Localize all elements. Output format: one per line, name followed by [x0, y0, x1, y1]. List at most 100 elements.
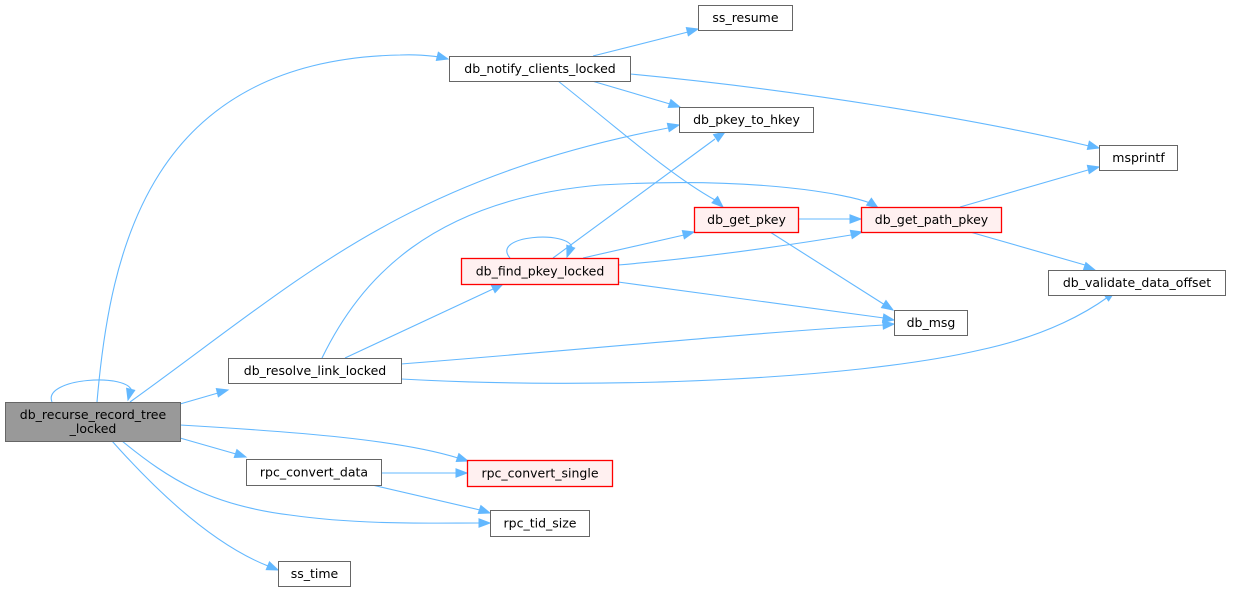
arrowhead-icon — [712, 131, 727, 143]
arrowhead-icon — [265, 561, 280, 571]
arrowhead-icon — [881, 313, 896, 323]
node-label: db_find_pkey_locked — [476, 264, 605, 279]
node-rpc_tid_size[interactable]: rpc_tid_size — [490, 510, 590, 537]
node-db_get_path_pkey[interactable]: db_get_path_pkey — [860, 206, 1003, 234]
node-db_pkey_to_hkey[interactable]: db_pkey_to_hkey — [679, 107, 814, 133]
node-label: ss_time — [291, 566, 339, 581]
node-label: rpc_tid_size — [504, 516, 577, 531]
node-label: msprintf — [1112, 150, 1165, 165]
node-box — [1099, 145, 1178, 171]
edge-db_recurse_record_tree_locked-to-rpc_convert_single — [179, 424, 470, 463]
arrowhead-icon — [666, 122, 681, 133]
arrowhead-icon — [1086, 164, 1101, 175]
node-db_notify_clients_locked[interactable]: db_notify_clients_locked — [449, 56, 631, 82]
edge-db_notify_clients_locked-to-db_pkey_to_hkey — [591, 80, 682, 109]
nodes-layer: db_recurse_record_tree_locked db_notify_c… — [5, 5, 1226, 587]
arrowhead-icon — [455, 468, 469, 478]
arrowhead-icon — [882, 320, 896, 330]
arrowhead-icon — [667, 98, 682, 109]
arrowhead-icon — [478, 518, 492, 528]
node-box — [679, 107, 814, 133]
edge-db_find_pkey_locked-to-db_get_pkey — [582, 230, 696, 259]
edge-db_notify_clients_locked-to-ss_resume — [592, 27, 700, 57]
edge-db_get_pkey-to-db_get_path_pkey — [798, 214, 863, 224]
edge-line — [617, 281, 885, 319]
node-db_recurse_record_tree_locked: db_recurse_record_tree_locked — [5, 402, 181, 442]
edge-line — [111, 440, 269, 567]
node-db_resolve_link_locked[interactable]: db_resolve_link_locked — [228, 358, 402, 384]
arrowhead-icon — [435, 51, 450, 61]
edge-db_recurse_record_tree_locked-to-db_notify_clients_locked — [96, 51, 450, 403]
edge-line — [557, 80, 716, 201]
edge-line — [552, 138, 716, 259]
edge-line — [129, 127, 669, 403]
arrowhead-icon — [477, 504, 492, 515]
node-db_msg[interactable]: db_msg — [894, 310, 968, 336]
node-label: db_recurse_record_tree — [20, 407, 167, 422]
node-label: db_resolve_link_locked — [244, 363, 386, 378]
edge-db_notify_clients_locked-to-msprintf — [629, 73, 1101, 150]
edge-line — [50, 379, 133, 403]
node-label: db_validate_data_offset — [1063, 275, 1211, 290]
edge-db_resolve_link_locked-to-db_validate_data_offset — [400, 290, 1117, 384]
node-box — [698, 5, 793, 31]
edge-rpc_convert_data-to-rpc_convert_single — [381, 468, 469, 478]
edge-line — [400, 324, 885, 365]
node-label: ss_resume — [712, 10, 778, 25]
node-label: _locked — [69, 421, 117, 436]
arrowhead-icon — [490, 283, 505, 294]
node-ss_resume[interactable]: ss_resume — [698, 5, 793, 31]
node-box — [490, 510, 590, 537]
edge-line — [179, 437, 237, 455]
edge-db_resolve_link_locked-to-db_get_path_pkey — [321, 182, 880, 359]
edge-db_recurse_record_tree_locked-to-db_resolve_link_locked — [179, 388, 230, 405]
edge-line — [179, 424, 459, 459]
edge-db_resolve_link_locked-to-db_msg — [400, 320, 896, 365]
node-box — [1048, 270, 1226, 296]
edge-db_get_path_pkey-to-msprintf — [959, 164, 1101, 208]
edge-db_recurse_record_tree_locked-to-db_recurse_record_tree_locked — [50, 379, 136, 403]
node-box — [894, 310, 968, 336]
edge-db_find_pkey_locked-to-db_pkey_to_hkey — [552, 131, 727, 259]
node-box — [860, 206, 1003, 234]
node-box — [449, 56, 631, 82]
node-rpc_convert_single[interactable]: rpc_convert_single — [466, 459, 614, 488]
arrowhead-icon — [711, 195, 725, 208]
edge-db_resolve_link_locked-to-db_find_pkey_locked — [344, 283, 505, 359]
arrowhead-icon — [849, 229, 864, 240]
node-msprintf[interactable]: msprintf — [1099, 145, 1178, 171]
edge-db_find_pkey_locked-to-db_msg — [617, 281, 896, 323]
edge-line — [371, 484, 481, 511]
edge-line — [506, 236, 573, 259]
node-db_get_pkey[interactable]: db_get_pkey — [693, 206, 800, 234]
node-box — [246, 459, 382, 486]
edge-line — [969, 231, 1086, 266]
node-label: db_get_pkey — [707, 212, 786, 227]
edge-db_find_pkey_locked-to-db_find_pkey_locked — [506, 236, 576, 259]
node-db_validate_data_offset[interactable]: db_validate_data_offset — [1048, 270, 1226, 296]
edge-db_find_pkey_locked-to-db_get_path_pkey — [617, 229, 864, 266]
edge-line — [617, 234, 852, 266]
arrowhead-icon — [685, 27, 700, 37]
edges-layer — [50, 27, 1117, 571]
node-rpc_convert_data[interactable]: rpc_convert_data — [246, 459, 382, 486]
edge-line — [179, 392, 219, 405]
node-ss_time[interactable]: ss_time — [278, 561, 351, 587]
node-label: db_notify_clients_locked — [464, 61, 615, 76]
arrowhead-icon — [215, 388, 230, 398]
edge-line — [629, 73, 1090, 147]
node-label: db_msg — [907, 315, 956, 330]
edge-db_get_path_pkey-to-db_validate_data_offset — [969, 231, 1097, 272]
arrowhead-icon — [880, 299, 895, 311]
node-label: db_get_path_pkey — [875, 212, 989, 227]
node-db_find_pkey_locked[interactable]: db_find_pkey_locked — [460, 257, 620, 286]
edge-db_recurse_record_tree_locked-to-ss_time — [111, 440, 280, 571]
edge-line — [959, 169, 1089, 208]
node-label: db_pkey_to_hkey — [693, 112, 800, 127]
edge-line — [592, 31, 689, 57]
node-box — [5, 402, 181, 442]
arrowhead-icon — [455, 452, 470, 463]
edge-db_notify_clients_locked-to-db_get_pkey — [557, 80, 725, 208]
edge-db_recurse_record_tree_locked-to-db_pkey_to_hkey — [129, 122, 681, 403]
